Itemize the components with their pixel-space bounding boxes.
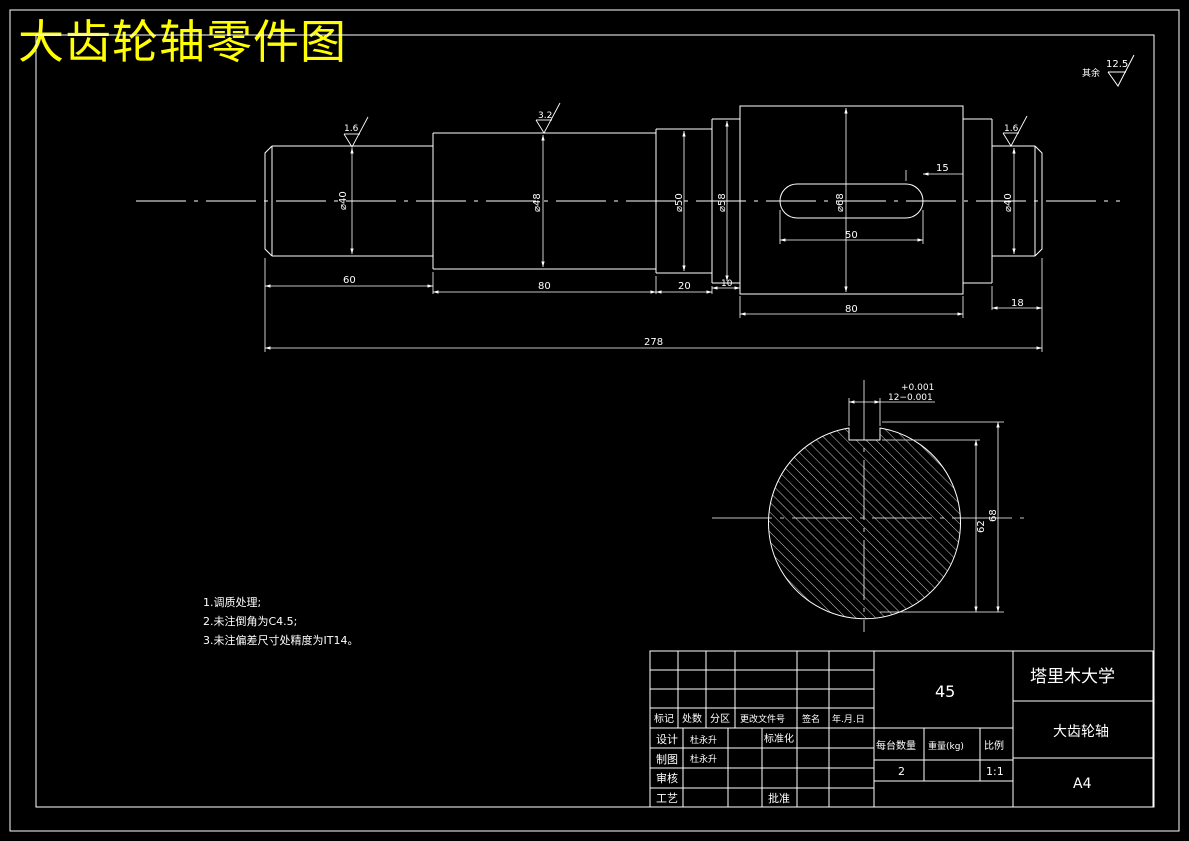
section-tol-lower: 12−0.001: [888, 393, 933, 403]
tb-design: 设计: [656, 733, 678, 746]
tb-size: A4: [1073, 776, 1092, 792]
length-label-2: 80: [538, 281, 551, 292]
tb-draw: 制图: [656, 753, 678, 766]
tb-part-name: 大齿轮轴: [1053, 724, 1109, 740]
length-label-3: 20: [678, 281, 691, 292]
inner-border: [35, 34, 1155, 808]
section-dim-68: 68: [988, 509, 999, 522]
dia-label-3: ⌀50: [674, 193, 685, 212]
tb-col-zone: 分区: [710, 713, 730, 725]
dia-label-2: ⌀48: [532, 193, 543, 212]
dia-label-1: ⌀40: [338, 191, 349, 210]
tb-col-date: 年.月.日: [832, 713, 865, 725]
tb-qty-label: 每台数量: [876, 739, 916, 752]
tb-process: 工艺: [656, 792, 678, 805]
tb-scale-label: 比例: [984, 739, 1004, 752]
dia-label-5: ⌀68: [835, 193, 846, 212]
tb-standard: 标准化: [764, 732, 794, 745]
keyway-length-label: 50: [845, 230, 858, 241]
tb-material: 45: [935, 682, 955, 701]
tb-review: 审核: [656, 771, 678, 785]
title-block-text: 标记 处数 分区 更改文件号 签名 年.月.日 设计 杜永升 标准化 制图 杜永…: [654, 667, 1115, 805]
length-label-5: 80: [845, 304, 858, 315]
length-dimensions: [264, 258, 1043, 352]
cross-section: [712, 380, 1032, 632]
length-label-6: 18: [1011, 298, 1024, 309]
tb-col-sign: 签名: [802, 713, 820, 725]
note-1: 1.调质处理;: [203, 596, 262, 609]
tb-weight-label: 重量(kg): [928, 740, 964, 752]
tb-col-doc: 更改文件号: [740, 713, 785, 725]
roughness-symbols: [343, 102, 1028, 148]
shaft-outline: [264, 105, 1043, 295]
length-label-1: 60: [343, 275, 356, 286]
keyway-dimensions: [779, 170, 963, 244]
roughness-other-value: 12.5: [1106, 59, 1128, 70]
title-block: [649, 650, 1154, 808]
roughness-other-label: 其余: [1082, 67, 1100, 79]
technical-notes: 1.调质处理; 2.未注倒角为C4.5; 3.未注偏差尺寸处精度为IT14。: [203, 593, 358, 650]
tb-approve: 批准: [768, 791, 790, 805]
roughness-3: 1.6: [1004, 124, 1019, 134]
length-label-4: 10: [721, 279, 733, 289]
note-2: 2.未注倒角为C4.5;: [203, 615, 298, 628]
tb-scale: 1:1: [986, 765, 1004, 778]
tb-qty: 2: [898, 765, 905, 778]
length-label-total: 278: [644, 337, 663, 348]
tb-school: 塔里木大学: [1030, 667, 1115, 687]
roughness-2: 3.2: [538, 111, 552, 121]
diameter-dimensions: [350, 108, 1016, 292]
tb-col-mark: 标记: [654, 713, 674, 725]
note-3: 3.未注偏差尺寸处精度为IT14。: [203, 634, 359, 647]
dia-label-6: ⌀40: [1003, 193, 1014, 212]
drawing-title: 大齿轮轴零件图: [18, 15, 347, 69]
tb-col-count: 处数: [682, 712, 702, 725]
tb-design-name: 杜永升: [690, 734, 717, 746]
dia-label-4: ⌀58: [717, 193, 728, 212]
section-dim-62: 62: [976, 520, 987, 533]
section-tol-upper: +0.001: [901, 383, 934, 393]
outer-border: [9, 9, 1180, 832]
roughness-1: 1.6: [344, 124, 359, 134]
roughness-other: 其余 12.5: [1082, 54, 1135, 87]
keyway-offset-label: 15: [936, 163, 949, 174]
tb-draw-name: 杜永升: [690, 753, 717, 765]
diameter-labels: ⌀40 ⌀48 ⌀50 ⌀58 ⌀68 ⌀40: [338, 191, 1014, 212]
